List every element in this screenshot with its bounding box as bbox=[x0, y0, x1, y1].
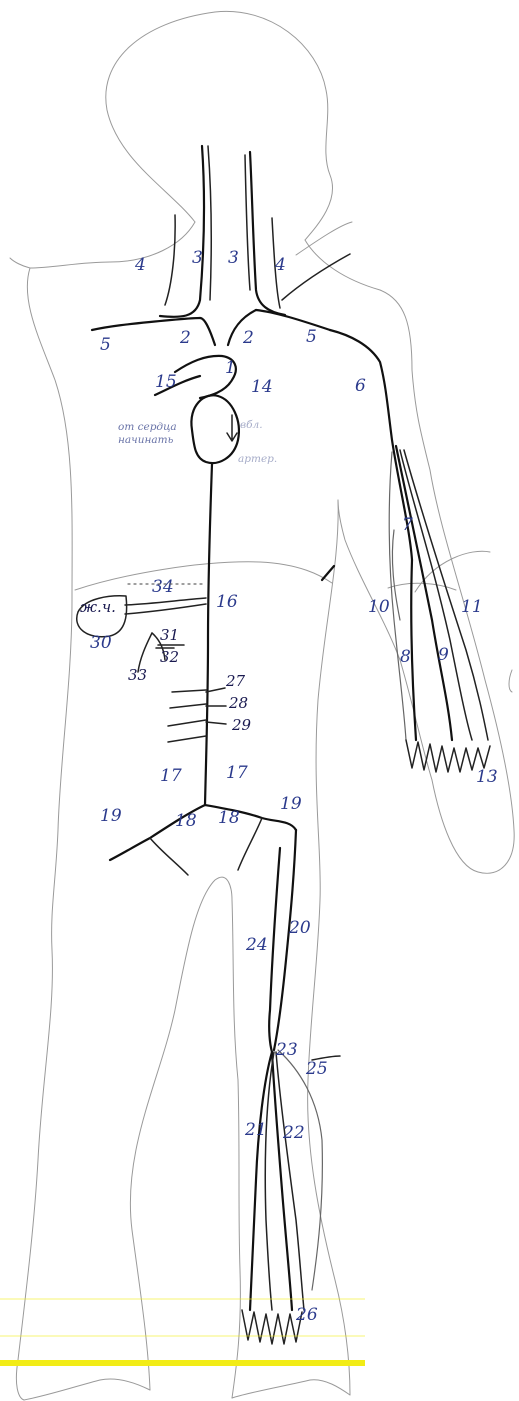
plantar-digital-arteries bbox=[242, 1310, 302, 1344]
label-18-left: 18 bbox=[175, 811, 197, 831]
right-common-carotid bbox=[250, 152, 285, 315]
left-internal-iliac bbox=[150, 838, 188, 875]
left-carotid-inner bbox=[208, 146, 211, 300]
body-outline bbox=[10, 11, 514, 1400]
left-shoulder-outline bbox=[30, 222, 195, 268]
label-14: 14 bbox=[251, 377, 273, 397]
label-6: 6 bbox=[355, 376, 366, 396]
femoral-artery bbox=[274, 830, 296, 1050]
right-subclavian bbox=[256, 310, 330, 330]
label-7: 7 bbox=[402, 515, 413, 535]
right-internal-iliac bbox=[238, 818, 262, 870]
left-outer-outline bbox=[16, 268, 72, 1400]
arteries bbox=[77, 146, 490, 1344]
handwritten-notes: от сердца начинать вбл. артер. bbox=[118, 419, 277, 465]
label-13: 13 bbox=[476, 767, 498, 787]
mesenteric-27 bbox=[172, 688, 225, 692]
label-31: 31 bbox=[160, 626, 179, 644]
label-34: 34 bbox=[152, 577, 174, 597]
heart-arrow bbox=[227, 415, 237, 441]
ulnar-artery bbox=[411, 560, 416, 740]
neck-right-stroke bbox=[296, 222, 352, 255]
label-15: 15 bbox=[155, 372, 177, 392]
label-19-left: 19 bbox=[100, 806, 122, 826]
left-common-carotid bbox=[160, 146, 204, 317]
faint-note-line-2: артер. bbox=[238, 453, 277, 465]
label-3-left: 3 bbox=[192, 248, 203, 268]
celiac-branch-2 bbox=[125, 604, 206, 614]
leg-collateral bbox=[278, 1050, 322, 1290]
label-21: 21 bbox=[244, 1120, 267, 1140]
mesenteric-28 bbox=[170, 704, 226, 708]
label-19-right: 19 bbox=[280, 794, 302, 814]
radial-artery bbox=[396, 446, 452, 740]
right-torso-outline bbox=[308, 500, 350, 1395]
label-5-left: 5 bbox=[100, 335, 111, 355]
brachiocephalic-left bbox=[200, 318, 215, 345]
label-33: 33 bbox=[128, 666, 147, 684]
label-1: 1 bbox=[225, 358, 236, 378]
label-4-left: 4 bbox=[134, 255, 146, 275]
waist-line bbox=[75, 562, 332, 590]
label-18-right: 18 bbox=[218, 808, 240, 828]
peroneal-1 bbox=[265, 1052, 274, 1310]
label-10: 10 bbox=[368, 597, 390, 617]
label-22: 22 bbox=[282, 1123, 305, 1143]
label-20: 20 bbox=[288, 918, 311, 938]
label-4-right: 4 bbox=[274, 255, 286, 275]
forearm-vessel-6 bbox=[392, 530, 400, 620]
faint-note-line-1: вбл. bbox=[240, 419, 263, 431]
heavy-mark bbox=[322, 566, 334, 580]
left-foot-outline bbox=[24, 1379, 150, 1400]
mesenteric-30 bbox=[168, 736, 206, 742]
label-liver: ж.ч. bbox=[80, 598, 116, 616]
right-inner-leg-outline bbox=[232, 1080, 240, 1398]
celiac-branch-1 bbox=[125, 598, 206, 605]
label-25: 25 bbox=[305, 1059, 328, 1079]
wrist-stub bbox=[509, 670, 512, 692]
label-27: 27 bbox=[225, 672, 246, 690]
arrow-stroke bbox=[415, 551, 490, 592]
heart-note-line-2: начинать bbox=[118, 434, 174, 446]
label-17-left: 17 bbox=[160, 766, 182, 786]
right-axillary-brachial bbox=[330, 330, 412, 560]
label-30: 30 bbox=[90, 633, 112, 653]
right-carotid-inner bbox=[245, 155, 250, 290]
label-16: 16 bbox=[216, 592, 238, 612]
right-foot-outline bbox=[232, 1380, 350, 1398]
label-23: 23 bbox=[275, 1040, 298, 1060]
label-9: 9 bbox=[438, 645, 449, 665]
heart-note-line-1: от сердца bbox=[118, 421, 177, 433]
label-3-right: 3 bbox=[228, 248, 239, 268]
descending-aorta bbox=[205, 464, 212, 805]
posterior-tibial bbox=[272, 1052, 292, 1310]
label-24: 24 bbox=[245, 935, 268, 955]
label-17-right: 17 bbox=[226, 763, 248, 783]
pointer-line bbox=[282, 254, 350, 300]
label-5-right: 5 bbox=[306, 327, 317, 347]
head-outline bbox=[106, 11, 333, 240]
left-inner-leg-outline bbox=[130, 877, 238, 1390]
forearm-vessel-5 bbox=[389, 452, 406, 740]
label-11: 11 bbox=[461, 597, 483, 617]
label-2-right: 2 bbox=[242, 328, 254, 348]
label-2-left: 2 bbox=[179, 328, 191, 348]
left-vertebral bbox=[165, 215, 175, 305]
label-28: 28 bbox=[228, 694, 248, 712]
label-29: 29 bbox=[231, 716, 252, 734]
right-inner-arm-outline bbox=[338, 500, 432, 780]
label-32: 32 bbox=[160, 648, 179, 666]
left-arm-stub bbox=[10, 258, 30, 268]
mesenteric-29 bbox=[168, 720, 226, 726]
label-26: 26 bbox=[295, 1305, 318, 1325]
label-8: 8 bbox=[400, 647, 411, 667]
